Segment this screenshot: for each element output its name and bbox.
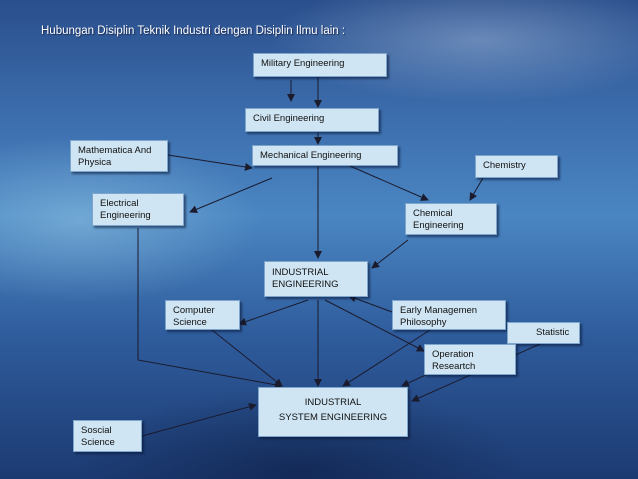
arrow-mechanical-electrical [189, 177, 273, 214]
slide-title: Hubungan Disiplin Teknik Industri dengan… [41, 25, 346, 37]
early-managemen-philosophy-box: Early Managemen Philosophy [392, 300, 506, 330]
arrow-early-system [342, 329, 431, 387]
arrow-mechanical-chemical [349, 165, 429, 201]
electrical-engineering-box: Electrical Engineering [92, 193, 184, 226]
electrical-engineering-line1: Electrical [100, 198, 139, 209]
military-engineering-box: Military Engineering [253, 53, 387, 77]
arrow-social-system [141, 402, 257, 437]
mathematica-physica-line2: Physica [78, 157, 112, 168]
statistic-box: Statistic [507, 322, 580, 344]
mechanical-engineering-label: Mechanical Engineering [260, 150, 362, 161]
computer-science-line1: Computer [173, 305, 215, 316]
chemical-engineering-line2: Engineering [413, 220, 464, 231]
mathematica-physica-line1: Mathematica And [78, 145, 152, 156]
industrial-system-engineering-line1: INDUSTRIAL [304, 397, 362, 408]
industrial-engineering-line1: INDUSTRIAL [272, 267, 329, 278]
arrow-industrial-computer [238, 299, 309, 326]
chemistry-label: Chemistry [483, 160, 526, 171]
civil-engineering-box: Civil Engineering [245, 108, 379, 132]
electrical-engineering-line2: Engineering [100, 210, 151, 221]
early-managemen-philosophy-line2: Philosophy [400, 317, 447, 328]
social-science-box: Soscial Science [73, 420, 142, 452]
chemical-engineering-line1: Chemical [413, 208, 453, 219]
social-science-line2: Science [81, 437, 115, 448]
computer-science-box: Computer Science [165, 300, 240, 330]
arrow-industrial-operation [324, 299, 425, 352]
industrial-engineering-box: INDUSTRIAL ENGINEERING [264, 261, 368, 297]
arrow-early-industrial [348, 294, 393, 313]
arrow-computer-system [211, 329, 283, 387]
military-engineering-label: Military Engineering [261, 58, 345, 69]
industrial-engineering-line2: ENGINEERING [272, 279, 339, 290]
computer-science-line2: Science [173, 317, 207, 328]
arrow-electrical-system [137, 228, 283, 389]
industrial-system-engineering-box: INDUSTRIAL SYSTEM ENGINEERING [258, 387, 408, 437]
industrial-system-engineering-line2: SYSTEM ENGINEERING [278, 412, 388, 423]
chemical-engineering-box: Chemical Engineering [405, 203, 497, 235]
arrow-chemical-industrial [371, 239, 409, 269]
mechanical-engineering-box: Mechanical Engineering [252, 145, 398, 166]
operation-research-line2: Researtch [432, 361, 476, 372]
arrow-chemistry-chemical [469, 177, 484, 201]
operation-research-line1: Operation [432, 349, 474, 360]
statistic-label: Statistic [536, 327, 570, 338]
operation-research-box: Operation Researtch [424, 344, 516, 375]
chemistry-box: Chemistry [475, 155, 558, 178]
mathematica-physica-box: Mathematica And Physica [70, 140, 168, 172]
arrow-math-mechanical [167, 154, 253, 171]
early-managemen-philosophy-line1: Early Managemen [400, 305, 478, 316]
civil-engineering-label: Civil Engineering [253, 113, 325, 124]
social-science-line1: Soscial [81, 425, 112, 436]
